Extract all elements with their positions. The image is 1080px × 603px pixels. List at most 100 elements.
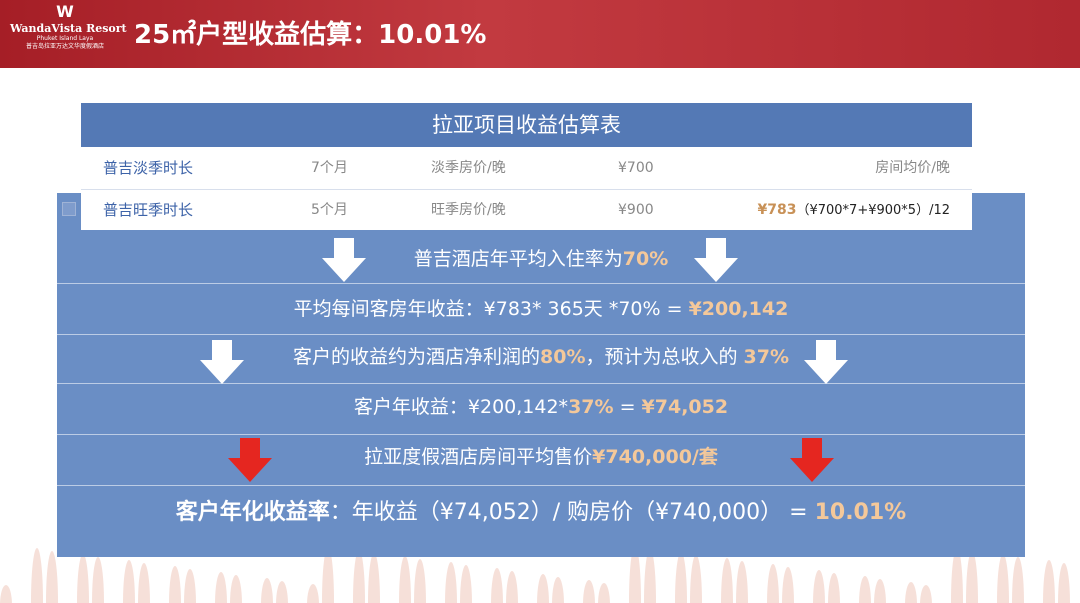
pattern-flame: [46, 551, 58, 603]
table-row: 普吉淡季时长 7个月 淡季房价/晚 ¥700 房间均价/晚: [81, 148, 972, 188]
pattern-flame: [77, 554, 89, 603]
table-handle-icon: [62, 202, 76, 216]
pattern-flame: [261, 578, 273, 603]
brand-subtitle: Phuket Island Laya: [36, 35, 94, 42]
divider: [57, 383, 1025, 384]
pattern-flame: [0, 585, 12, 603]
row-label: 普吉淡季时长: [103, 159, 194, 177]
avg-value: ¥783: [757, 202, 797, 218]
down-arrow-icon: [200, 340, 244, 384]
pattern-flame: [583, 580, 595, 603]
down-arrow-icon: [694, 238, 738, 282]
row-avg-formula: ¥783（¥700*7+¥900*5）/12: [758, 190, 951, 231]
pattern-flame: [537, 574, 549, 603]
pattern-flame: [276, 581, 288, 603]
pattern-flame: [552, 577, 564, 603]
pattern-flame: [813, 570, 825, 603]
sale-price-step: 拉亚度假酒店房间平均售价¥740,000/套: [57, 439, 1025, 475]
pattern-flame: [629, 546, 641, 603]
row-price-label: 淡季房价/晚: [431, 160, 506, 176]
row-label: 普吉旺季时长: [103, 201, 194, 219]
row-avg-label: 房间均价/晚: [875, 160, 950, 176]
divider: [57, 434, 1025, 435]
pattern-flame: [874, 579, 886, 603]
profit-text: 客户的收益约为酒店净利润的: [292, 346, 540, 368]
yield-text: ：年收益（¥74,052）/ 购房价（¥740,000） =: [329, 500, 815, 525]
pattern-flame: [414, 559, 426, 603]
occupancy-value: 70%: [622, 248, 669, 270]
client-value: ¥74,052: [641, 396, 729, 418]
pattern-flame: [368, 553, 380, 603]
profit-share-step: 客户的收益约为酒店净利润的80%，预计为总收入的 37%: [57, 339, 1025, 375]
row-price: ¥900: [618, 202, 654, 218]
price-text: 拉亚度假酒店房间平均售价: [364, 446, 593, 468]
pattern-flame: [782, 567, 794, 603]
pattern-flame: [966, 551, 978, 603]
client-revenue-step: 客户年收益：¥200,142*37% = ¥74,052: [57, 389, 1025, 425]
pattern-flame: [123, 560, 135, 603]
pattern-flame: [184, 569, 196, 603]
client-pct: 37%: [568, 396, 614, 418]
divider: [57, 334, 1025, 335]
pattern-flame: [1058, 563, 1070, 603]
row-price: ¥700: [618, 160, 654, 176]
divider: [57, 485, 1025, 486]
logo-mark: W: [56, 2, 74, 21]
pattern-flame: [1012, 557, 1024, 603]
yield-lead: 客户年化收益率: [175, 500, 330, 525]
pattern-flame: [920, 585, 932, 603]
annual-yield-step: 客户年化收益率：年收益（¥74,052）/ 购房价（¥740,000） = 10…: [57, 493, 1025, 533]
down-arrow-icon: [228, 438, 272, 482]
avg-formula: （¥700*7+¥900*5）/12: [796, 203, 950, 218]
pattern-flame: [445, 562, 457, 603]
pattern-flame: [767, 564, 779, 603]
pattern-flame: [951, 548, 963, 603]
pattern-flame: [491, 568, 503, 603]
brand-logo: W WandaVista Resort Phuket Island Laya 普…: [10, 2, 127, 64]
page-title: 25㎡户型收益估算：10.01%: [134, 20, 487, 50]
divider: [57, 283, 1025, 284]
down-arrow-icon: [804, 340, 848, 384]
brand-subtitle-cn: 普吉岛拉亚万达文华度假酒店: [25, 43, 104, 50]
annual-revenue-step: 平均每间客房年收益：¥783* 365天 *70% = ¥200,142: [57, 291, 1025, 327]
profit-value: 80%: [540, 346, 586, 368]
pattern-flame: [997, 554, 1009, 603]
down-arrow-icon: [322, 238, 366, 282]
occupancy-step: 普吉酒店年平均入住率为70%: [57, 241, 1025, 277]
down-arrow-icon: [790, 438, 834, 482]
client-eq: =: [613, 396, 642, 418]
pattern-flame: [169, 566, 181, 603]
profit-value-2: 37%: [743, 346, 790, 368]
table-row: 普吉旺季时长 5个月 旺季房价/晚 ¥900 ¥783（¥700*7+¥900*…: [81, 189, 972, 230]
pattern-flame: [598, 583, 610, 603]
pattern-flame: [460, 565, 472, 603]
pattern-flame: [353, 550, 365, 603]
pattern-flame: [307, 584, 319, 603]
pattern-flame: [92, 557, 104, 603]
price-value: ¥740,000/套: [592, 446, 718, 468]
pattern-flame: [506, 571, 518, 603]
decorative-pattern: [0, 520, 1080, 603]
pattern-flame: [736, 561, 748, 603]
pattern-flame: [31, 548, 43, 603]
pattern-flame: [1043, 560, 1055, 603]
annual-text: 平均每间客房年收益：¥783* 365天 *70% =: [293, 298, 689, 320]
pattern-flame: [215, 572, 227, 603]
row-price-label: 旺季房价/晚: [431, 202, 506, 218]
annual-value: ¥200,142: [688, 298, 789, 320]
pattern-flame: [690, 555, 702, 603]
pattern-flame: [905, 582, 917, 603]
pattern-flame: [230, 575, 242, 603]
pattern-flame: [138, 563, 150, 603]
brand-name: WandaVista Resort: [10, 22, 127, 35]
pattern-flame: [859, 576, 871, 603]
pattern-flame: [322, 547, 334, 603]
profit-text-2: ，预计为总收入的: [585, 346, 744, 368]
pattern-flame: [644, 549, 656, 603]
pattern-flame: [675, 552, 687, 603]
header-bar: W WandaVista Resort Phuket Island Laya 普…: [0, 0, 1080, 68]
table-title: 拉亚项目收益估算表: [81, 103, 972, 147]
row-duration: 7个月: [311, 160, 348, 176]
client-text: 客户年收益：¥200,142*: [353, 396, 569, 418]
occupancy-text: 普吉酒店年平均入住率为: [413, 248, 623, 270]
